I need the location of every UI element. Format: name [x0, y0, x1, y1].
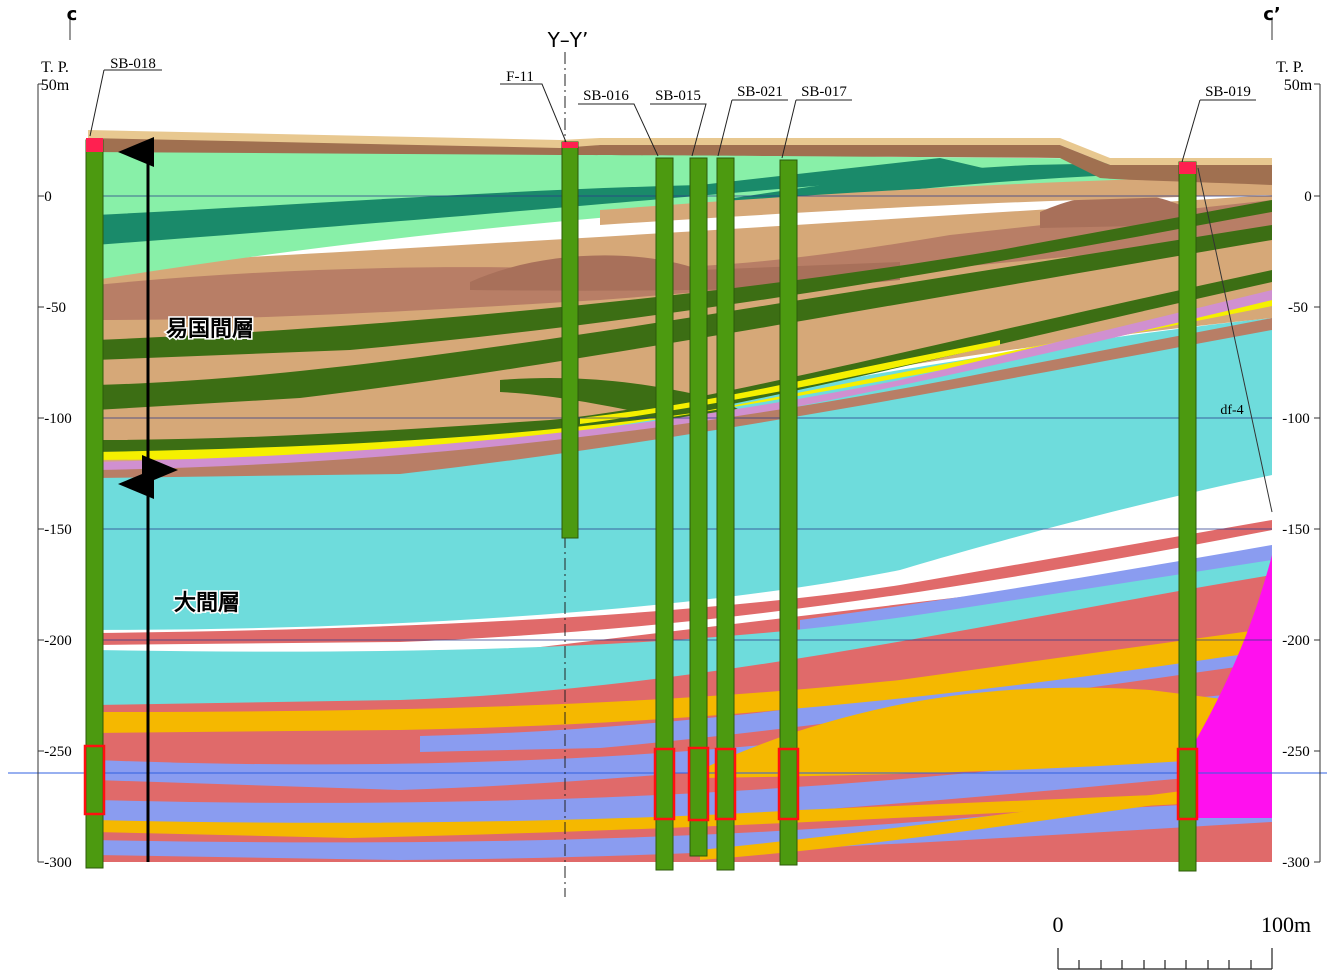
borehole-cap-sb-018 — [86, 138, 103, 152]
right-tick-0: 0 — [1304, 189, 1312, 205]
borehole-f-11 — [561, 141, 579, 539]
section-end-left: c — [67, 4, 78, 25]
red-bed-upper — [95, 520, 1272, 645]
screen-box-sb-019 — [1176, 747, 1199, 821]
lower-interval-label: 大間層 — [174, 591, 240, 616]
borehole-sb-015 — [689, 157, 708, 857]
scale-bar: 0 100m — [1053, 912, 1311, 970]
orange-bed-4 — [700, 780, 1272, 860]
screen-box-sb-018 — [83, 744, 106, 816]
borehole-sb-016 — [655, 157, 674, 871]
datum-label-left: T. P. — [41, 59, 69, 76]
right-tick-200: -200 — [1282, 633, 1310, 649]
orange-bed-1 — [95, 628, 1272, 733]
ookima-formation — [95, 318, 1272, 705]
dark-green-bed-2 — [95, 225, 1272, 410]
right-tick-250: -250 — [1282, 744, 1310, 760]
fault-line — [1197, 167, 1273, 513]
label-f-11: F-11 — [506, 69, 534, 85]
tan-upper-thin — [600, 175, 1272, 225]
scale-bar-start: 0 — [1053, 912, 1064, 937]
borehole-cap-sb-019 — [1179, 162, 1196, 174]
yellow-bed-2 — [580, 340, 1000, 424]
boreholes — [83, 138, 1199, 872]
borehole-sb-021 — [716, 157, 735, 871]
borehole-labels: SB-018 F-11 SB-016 SB-015 SB-021 SB-017 … — [110, 56, 1251, 104]
teal-band — [95, 158, 1000, 245]
depth-grid — [95, 195, 1272, 641]
top-label-right: 50m — [1284, 77, 1313, 94]
left-tick-250: -250 — [44, 744, 72, 760]
geology-layers — [88, 130, 1272, 862]
orange-bed-3 — [95, 790, 1272, 838]
left-tick-100: -100 — [44, 411, 72, 427]
screen-box-sb-021 — [714, 747, 737, 821]
brown-unit-upper — [95, 200, 1272, 320]
right-tick-300: -300 — [1282, 855, 1310, 871]
left-tick-150: -150 — [44, 522, 72, 538]
top-label-left: 50m — [41, 77, 70, 94]
blue-bed-2 — [95, 745, 1272, 830]
dark-green-bed-1 — [95, 200, 1272, 360]
fault-label: df-4 — [1220, 403, 1243, 418]
right-depth-labels: 0 -50 -100 -150 -200 -250 -300 — [1282, 189, 1312, 871]
label-sb-015: SB-015 — [655, 88, 701, 104]
upper-interval-label: 易国間層 — [166, 317, 254, 342]
borehole-sb-019 — [1178, 161, 1197, 872]
section-end-right: c’ — [1263, 4, 1281, 25]
right-axis — [1271, 18, 1321, 863]
label-sb-021: SB-021 — [737, 84, 783, 100]
left-depth-labels: 0 -50 -100 -150 -200 -250 -300 — [44, 189, 72, 871]
left-tick-200: -200 — [44, 633, 72, 649]
left-tick-0: 0 — [44, 189, 52, 205]
label-sb-017: SB-017 — [801, 84, 847, 100]
orange-lens-2 — [700, 687, 1230, 778]
magenta-body — [1196, 555, 1272, 818]
label-sb-019: SB-019 — [1205, 84, 1251, 100]
screen-box-sb-017 — [777, 747, 800, 821]
right-tick-50: -50 — [1288, 300, 1308, 316]
blue-bed-4 — [420, 640, 1272, 752]
label-sb-016: SB-016 — [583, 88, 629, 104]
brown-hatch-lens-2 — [1040, 193, 1190, 228]
left-tick-300: -300 — [44, 855, 72, 871]
left-tick-50: -50 — [46, 300, 66, 316]
screen-box-sb-015 — [687, 746, 710, 822]
topsoil-brown — [88, 138, 1272, 185]
crossing-line-label: Y–Y’ — [547, 28, 589, 52]
borehole-sb-017 — [779, 159, 798, 866]
borehole-sb-018 — [85, 139, 104, 869]
topsoil-tan — [88, 130, 1272, 165]
screen-box-sb-016 — [653, 747, 676, 821]
right-tick-100: -100 — [1282, 411, 1310, 427]
borehole-cap-f-11 — [562, 142, 578, 148]
label-sb-018: SB-018 — [110, 56, 156, 72]
scale-bar-end: 100m — [1261, 912, 1311, 937]
blue-bed-3 — [95, 800, 1272, 860]
left-axis — [37, 18, 71, 863]
blue-bed-1 — [95, 690, 1272, 790]
borehole-leaders — [89, 69, 1256, 163]
right-tick-150: -150 — [1282, 522, 1310, 538]
datum-label-right: T. P. — [1276, 59, 1304, 76]
